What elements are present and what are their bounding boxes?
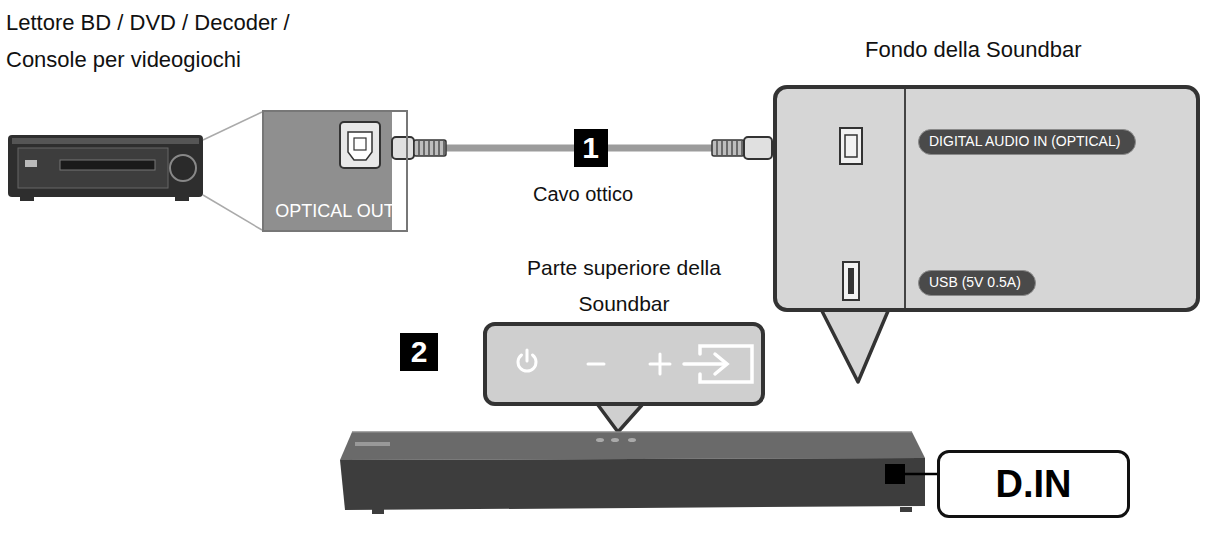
player-tray bbox=[60, 160, 155, 170]
panel-divider bbox=[904, 88, 906, 309]
soundbar-foot bbox=[900, 507, 912, 512]
callout-number: 1 bbox=[574, 129, 608, 167]
soundbar-foot bbox=[372, 509, 384, 514]
player-knob bbox=[170, 155, 196, 181]
panel-heading: Fondo della Soundbar bbox=[865, 37, 1082, 63]
usb-port-icon bbox=[843, 262, 859, 300]
port-box: OPTICAL OUT bbox=[262, 110, 408, 232]
node-text: OPTICAL OUT bbox=[275, 201, 394, 222]
indicator-box: D.IN bbox=[937, 450, 1130, 518]
soundbar-button bbox=[628, 438, 636, 442]
port-label-pill: DIGITAL AUDIO IN (OPTICAL) bbox=[918, 129, 1136, 155]
soundbar-button bbox=[611, 438, 619, 442]
plug-rib bbox=[721, 141, 722, 155]
zoom-line bbox=[203, 112, 262, 140]
plug-rib bbox=[731, 141, 732, 155]
cable-label: Cavo ottico bbox=[533, 183, 633, 206]
plug-rib bbox=[741, 141, 742, 155]
soundbar-edge bbox=[352, 431, 912, 433]
callout-tail bbox=[598, 402, 642, 432]
plug-rib bbox=[423, 141, 424, 155]
plug-rib bbox=[443, 141, 444, 155]
zoom-line bbox=[203, 195, 262, 230]
leader-line bbox=[905, 473, 937, 476]
soundbar-front bbox=[340, 458, 925, 510]
node-text: D.IN bbox=[996, 463, 1072, 506]
player-top bbox=[12, 138, 199, 144]
plug-grip bbox=[414, 140, 446, 156]
player-front bbox=[18, 148, 168, 188]
plug-head bbox=[744, 137, 772, 159]
player-foot bbox=[20, 197, 34, 201]
soundbar-top bbox=[340, 432, 925, 460]
plug-rib bbox=[433, 141, 434, 155]
plug-head bbox=[392, 137, 414, 159]
player-illustration bbox=[8, 135, 203, 201]
plug-rib bbox=[438, 141, 439, 155]
port-label-pill: USB (5V 0.5A) bbox=[918, 270, 1036, 296]
input-icon bbox=[684, 362, 726, 366]
button-icons bbox=[518, 346, 752, 382]
plug-rib bbox=[418, 141, 419, 155]
soundbar-button bbox=[596, 438, 604, 442]
panel-fill bbox=[483, 322, 765, 406]
optical-socket-inner bbox=[348, 132, 372, 160]
input-icon bbox=[715, 354, 727, 374]
optical-port-icon bbox=[840, 128, 862, 164]
plug-rib bbox=[736, 141, 737, 155]
callout-number: 2 bbox=[400, 333, 438, 371]
optical-port-inner bbox=[845, 135, 857, 157]
callout-tail bbox=[822, 306, 888, 382]
device-label: Lettore BD / DVD / Decoder / Console per… bbox=[6, 4, 336, 78]
player-body bbox=[8, 135, 203, 197]
optical-socket-core bbox=[354, 138, 366, 150]
callout-tail bbox=[822, 311, 888, 382]
plug-rib bbox=[726, 141, 727, 155]
plug-rib bbox=[428, 141, 429, 155]
node-text: DIGITAL AUDIO IN (OPTICAL) bbox=[929, 130, 1120, 153]
soundbar-logo bbox=[355, 442, 390, 446]
power-icon bbox=[526, 350, 529, 361]
panel-fill bbox=[773, 85, 1200, 312]
panel-box: Parte superiore della Soundbar bbox=[483, 322, 765, 406]
plug-grip bbox=[712, 140, 744, 156]
player-foot bbox=[175, 197, 189, 201]
usb-port-inner bbox=[848, 268, 854, 294]
node-text: USB (5V 0.5A) bbox=[929, 271, 1021, 294]
volume-up-icon bbox=[659, 354, 662, 374]
panel-heading: Parte superiore della Soundbar bbox=[509, 250, 739, 322]
plug-rib bbox=[716, 141, 717, 155]
display-window bbox=[885, 464, 905, 484]
optical-socket bbox=[340, 122, 380, 168]
panel-box: Fondo della SoundbarDIGITAL AUDIO IN (OP… bbox=[773, 85, 1200, 312]
soundbar-illustration bbox=[340, 432, 925, 514]
volume-down-icon bbox=[588, 363, 604, 366]
callout-tail bbox=[598, 405, 642, 432]
player-led bbox=[25, 160, 37, 167]
